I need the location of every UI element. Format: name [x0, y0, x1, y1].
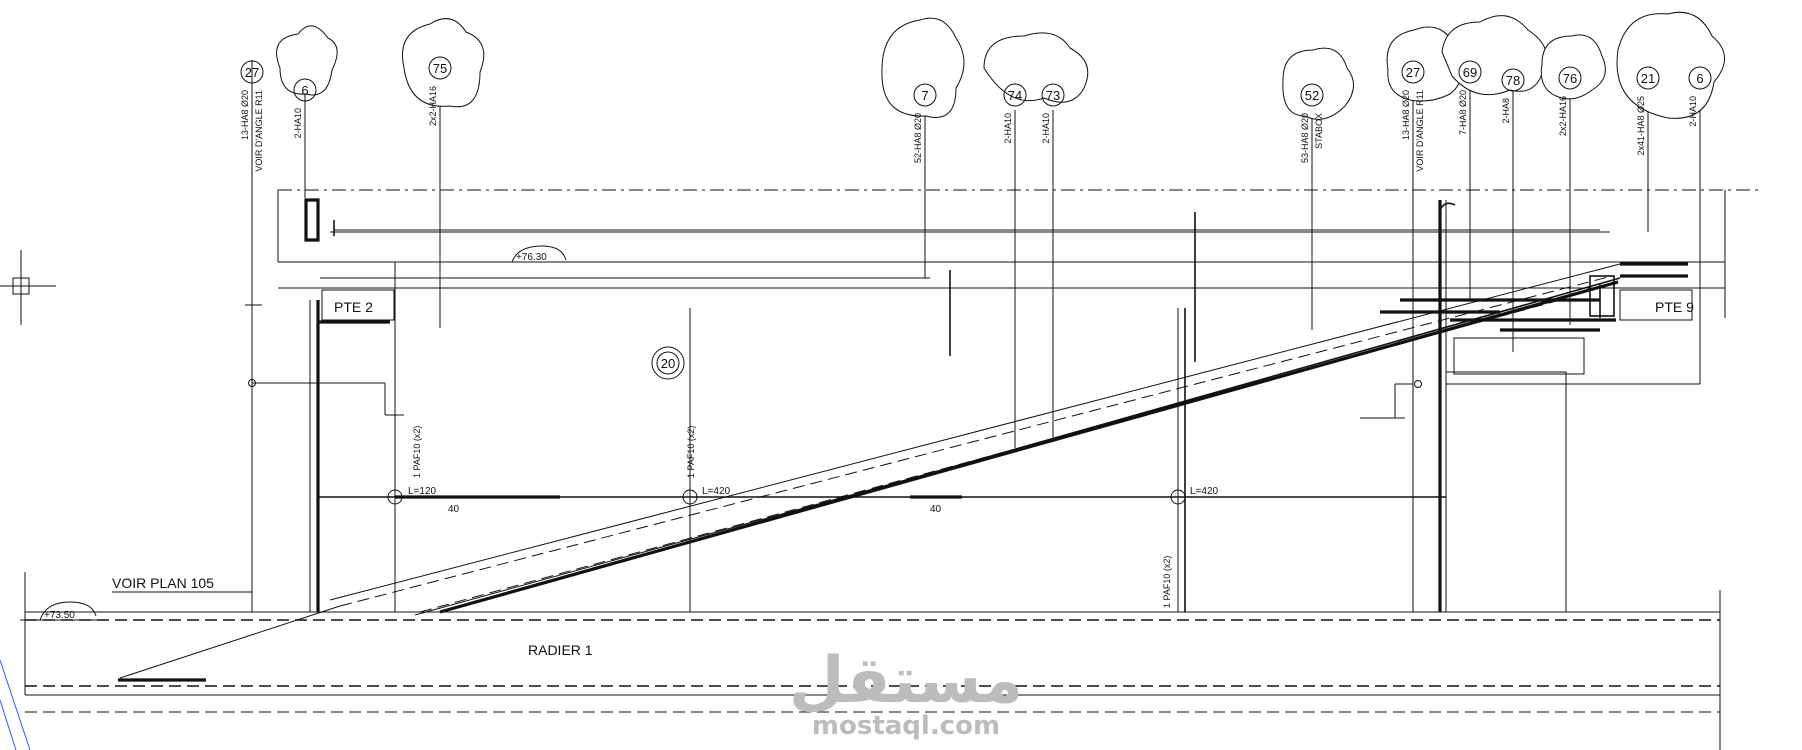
marker-circle	[1501, 68, 1525, 92]
marker-description: 2-HA10	[1003, 113, 1013, 144]
bar-20-label: 20	[661, 356, 675, 371]
level-top-label: +76.30	[516, 252, 547, 263]
marker-description: 52-HA8 Ø20	[913, 113, 923, 163]
radier-label: RADIER 1	[528, 642, 593, 658]
v-note-2: 1 PAF10 (x2)	[686, 426, 696, 478]
pte-9-tag	[1619, 289, 1693, 321]
crosshair-cursor-icon	[0, 250, 56, 325]
level-marker-top	[511, 245, 570, 263]
drawing-labels: PTE 2 PTE 9 RADIER 1 VOIR PLAN 105 +76.3…	[44, 252, 1694, 658]
marker-circle	[293, 78, 317, 102]
marker-number: 7	[921, 88, 928, 103]
marker-number: 27	[1406, 65, 1420, 80]
marker-number: 78	[1506, 73, 1520, 88]
bar-marker-76: 76 2x2-HA16	[1558, 66, 1582, 136]
marker-description: 2-HA10	[1041, 113, 1051, 144]
marker-description: 13-HA8 Ø20	[1401, 90, 1411, 140]
lap-label-2: 40	[930, 504, 942, 515]
pte-2-label: PTE 2	[334, 299, 373, 315]
revision-clouds	[276, 11, 1725, 120]
bar-marker-52: 52 53-HA8 Ø20 STABOX	[1300, 83, 1324, 163]
leader-lines	[304, 80, 1701, 612]
bar-marker-6: 6 2-HA10	[1688, 66, 1712, 127]
bar-marker-74: 74 2-HA10	[1003, 83, 1027, 144]
bar-marker-73: 73 2-HA10	[1041, 83, 1065, 144]
marker-number: 21	[1641, 71, 1655, 86]
watermark-latin: mostaql.com	[812, 711, 1000, 741]
bar-marker-21: 21 2x41-HA8 Ø25	[1636, 66, 1660, 156]
v-note-3: 1 PAF10 (x2)	[1162, 556, 1172, 608]
length-label-2: L=420	[702, 486, 731, 497]
marker-description: 13-HA8 Ø20	[240, 90, 250, 140]
marker-description: 2-HA10	[293, 108, 303, 139]
marker-number: 75	[433, 61, 447, 76]
marker-description: 2x2-HA16	[1558, 96, 1568, 136]
marker-description-2: STABOX	[1314, 113, 1324, 149]
pte-2-tag	[321, 289, 395, 321]
length-label-3: L=420	[1190, 486, 1219, 497]
marker-circle	[1558, 66, 1582, 90]
marker-number: 74	[1008, 88, 1022, 103]
reference-lines	[245, 60, 1701, 612]
marker-circle	[913, 83, 937, 107]
blue-leader	[0, 659, 31, 750]
marker-description: 2x2-HA16	[428, 86, 438, 126]
marker-description-2: VOIR D'ANGLE R11	[254, 90, 264, 172]
marker-number: 6	[1696, 71, 1703, 86]
marker-description: 7-HA8 Ø20	[1458, 90, 1468, 135]
lap-label-1: 40	[448, 504, 460, 515]
bar-marker-75: 75 2x2-HA16	[428, 56, 452, 126]
marker-description: 2-HA8	[1501, 98, 1511, 124]
voir-plan-label: VOIR PLAN 105	[112, 575, 214, 591]
marker-description: 2-HA10	[1688, 96, 1698, 127]
marker-circle	[1458, 60, 1482, 84]
marker-circle	[1003, 83, 1027, 107]
marker-number: 69	[1463, 65, 1477, 80]
mostaql-watermark: مستقل mostaql.com	[789, 644, 1023, 741]
bar-20-marker: 20	[651, 346, 685, 380]
ramp-bars	[118, 262, 1688, 682]
bar-marker-69: 69 7-HA8 Ø20	[1458, 60, 1482, 135]
bar-marker-7: 7 52-HA8 Ø20	[913, 83, 937, 163]
level-marker-bottom	[20, 601, 100, 621]
left-wall	[304, 198, 1600, 612]
v-note-1: 1 PAF10 (x2)	[412, 426, 422, 478]
mid-horizontal-bar	[318, 489, 1446, 505]
bar-marker-27: 27 13-HA8 Ø20 VOIR D'ANGLE R11	[1401, 60, 1425, 172]
bar-marker-27: 27 13-HA8 Ø20 VOIR D'ANGLE R11	[240, 60, 264, 172]
marker-description-2: VOIR D'ANGLE R11	[1415, 90, 1425, 172]
marker-number: 76	[1563, 71, 1577, 86]
marker-number: 6	[301, 83, 308, 98]
bar-marker-group: 27 13-HA8 Ø20 VOIR D'ANGLE R11 6 2-HA10 75 2x2…	[240, 56, 1712, 172]
marker-number: 52	[1305, 88, 1319, 103]
length-label-1: L=120	[408, 486, 437, 497]
marker-circle	[240, 60, 264, 84]
radier-outline	[24, 572, 1721, 750]
bar-marker-78: 78 2-HA8	[1501, 68, 1525, 124]
pte-9-label: PTE 9	[1655, 299, 1694, 315]
marker-description: 53-HA8 Ø20	[1300, 113, 1310, 163]
watermark-arabic: مستقل	[789, 644, 1023, 718]
marker-circle	[428, 56, 452, 80]
marker-number: 73	[1046, 88, 1060, 103]
marker-circle	[1636, 66, 1660, 90]
marker-circle	[1041, 83, 1065, 107]
marker-circle	[1300, 83, 1324, 107]
level-bottom-label: +73.50	[44, 610, 75, 621]
marker-circle	[1688, 66, 1712, 90]
marker-description: 2x41-HA8 Ø25	[1636, 96, 1646, 156]
bar-marker-6: 6 2-HA10	[293, 78, 317, 139]
marker-circle	[1401, 60, 1425, 84]
right-wall	[1438, 200, 1615, 613]
marker-number: 27	[245, 65, 259, 80]
